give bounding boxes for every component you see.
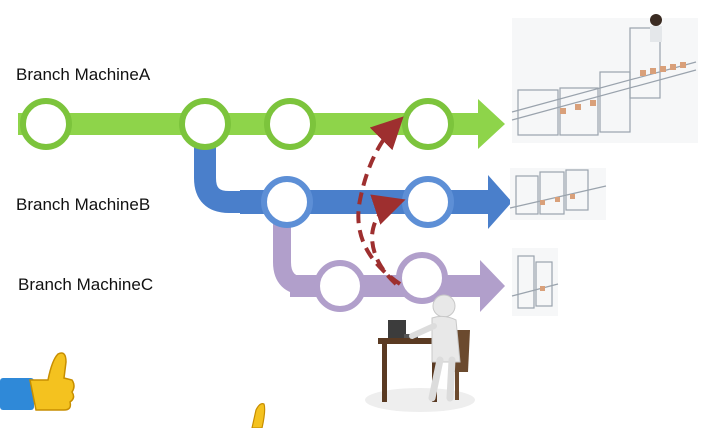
thumbs-up-icon xyxy=(0,352,75,411)
commit-node xyxy=(396,252,448,304)
commit-node xyxy=(402,176,454,228)
machine-line-icon xyxy=(509,168,607,220)
commit-node xyxy=(264,98,316,150)
machine-line-icon xyxy=(511,248,559,316)
commit-node xyxy=(179,98,231,150)
branch-b-connector xyxy=(194,125,262,213)
merge-arrows xyxy=(356,116,406,286)
merge-arrow-c-to-a xyxy=(356,116,404,286)
branch-label-machine-a: Branch MachineA xyxy=(16,65,151,84)
commit-node xyxy=(20,98,72,150)
factory-production-line-icon xyxy=(511,14,698,143)
branch-a-arrow xyxy=(18,99,505,149)
branch-label-machine-b: Branch MachineB xyxy=(16,195,151,214)
branch-label-machine-c: Branch MachineC xyxy=(18,275,154,294)
commit-node xyxy=(261,176,313,228)
commit-node xyxy=(314,260,366,312)
branch-machine-c xyxy=(273,200,505,312)
person-at-computer-icon xyxy=(365,294,475,412)
commit-node xyxy=(402,98,454,150)
merge-arrow-c-to-b xyxy=(369,194,406,286)
thumbs-up-icon xyxy=(251,403,266,428)
branch-machine-a xyxy=(18,98,505,150)
